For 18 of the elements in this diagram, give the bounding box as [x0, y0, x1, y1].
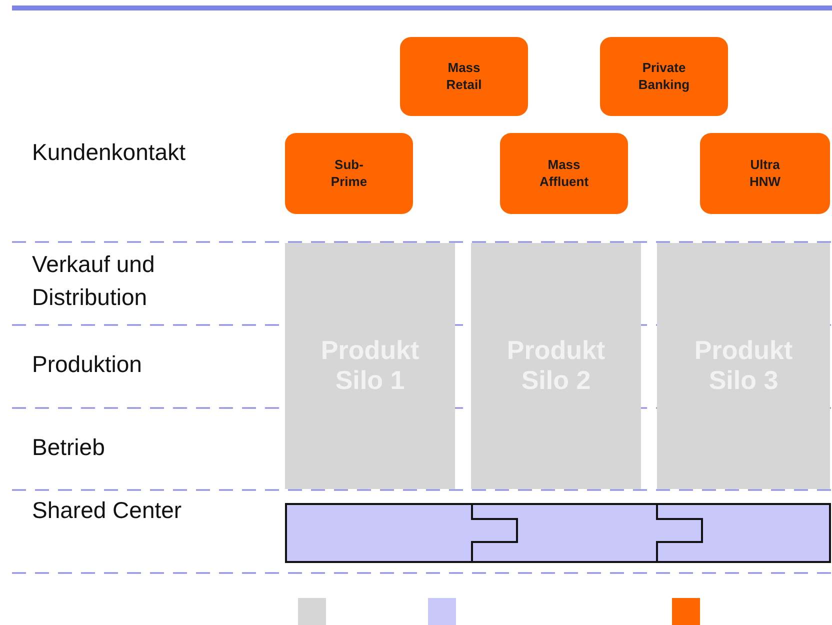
row-label: Verkauf und Distribution	[32, 250, 156, 312]
segment-label: Ultra HNW	[748, 157, 782, 190]
customer-segment-box	[600, 37, 728, 116]
segment-label: Mass Retail	[445, 60, 483, 93]
customer-segment-box	[500, 133, 628, 214]
product-silo-column	[285, 243, 455, 489]
shared-center-band	[285, 503, 831, 563]
row-label: Betrieb	[32, 433, 106, 462]
segment-label: Sub-Prime	[330, 157, 368, 190]
row-label: Shared Center	[32, 496, 182, 525]
customer-segment-box	[700, 133, 830, 214]
customer-segment-box	[285, 133, 413, 214]
segment-label: Mass Affluent	[538, 157, 590, 190]
customer-segment-box	[400, 37, 528, 116]
row-label: Produktion	[32, 350, 143, 379]
product-silo-column	[657, 243, 830, 489]
segment-label: Private Banking	[637, 60, 691, 93]
product-silo-column	[471, 243, 641, 489]
